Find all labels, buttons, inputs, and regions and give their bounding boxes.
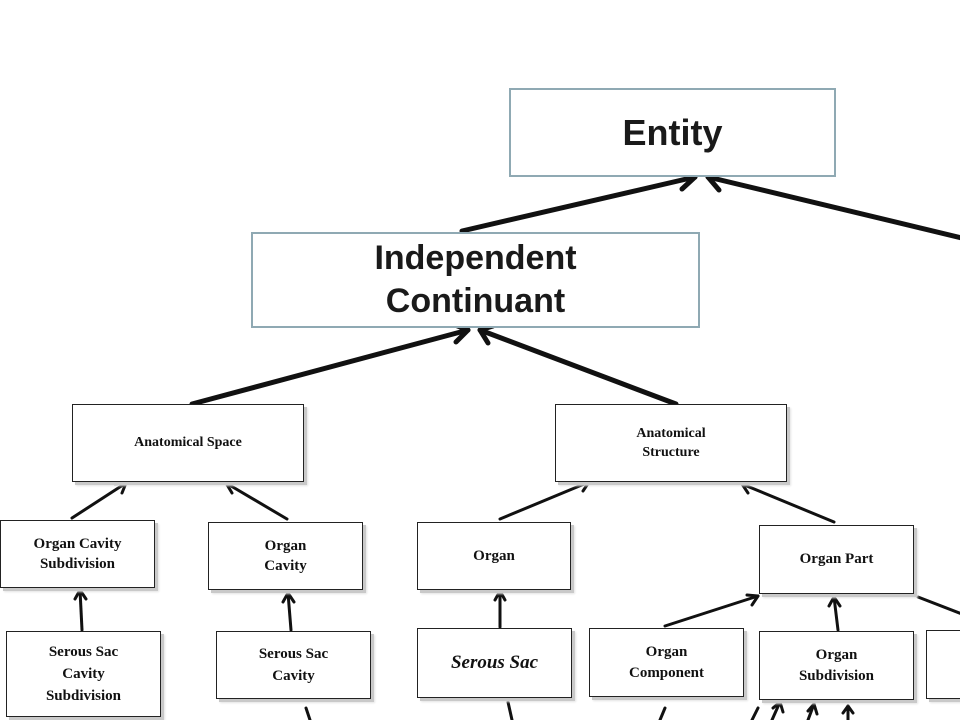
edge-organ-subdivision-to-organ-part [827,595,842,632]
edge-anatomical-space-to-independent-continuant [189,320,471,407]
edge-organ-to-anatomical-structure [498,479,591,521]
node-entity: Entity [509,88,836,177]
node-organ-cavity: Organ Cavity [208,522,363,590]
node-organ-label: Organ [473,547,515,564]
node-serous-sac-cavity-subdivision: Serous Sac Cavity Subdivision [6,631,161,717]
node-anatomical-space-label: Anatomical Space [134,435,242,450]
edge-independent-continuant-to-entity [459,167,698,234]
offscreen-edge-stubs [304,700,855,720]
node-organ-cavity-subdivision-label: Organ Cavity Subdivision [33,536,122,572]
node-independent-continuant: Independent Continuant [251,232,700,328]
edge-serous-sac-cavity-to-organ-cavity [281,591,296,632]
node-organ-cavity-subdivision: Organ Cavity Subdivision [0,520,155,588]
node-organ-component: Organ Component [589,628,744,697]
node-serous-sac: Serous Sac [417,628,572,698]
edge-serous-sac-cavity-subdivision-to-organ-cavity-subdivision [73,588,88,632]
node-organ: Organ [417,522,571,590]
node-organ-cavity-label: Organ Cavity [264,538,307,574]
node-anatomical-structure-label: Anatomical Structure [636,426,706,460]
edge-organ-component-to-organ-part [663,593,760,628]
node-anatomical-structure: Anatomical Structure [555,404,787,482]
node-serous-sac-label: Serous Sac [450,652,539,673]
node-organ-subdivision: Organ Subdivision [759,631,914,700]
node-organ-part-label: Organ Part [799,551,874,567]
edge-offscreen-to-entity [705,169,960,241]
node-entity-label: Entity [622,111,723,153]
node-serous-sac-cavity-label: Serous Sac Cavity [258,646,329,684]
edge-anatomical-structure-to-independent-continuant [477,323,679,407]
edge-organ-cavity-to-anatomical-space [224,481,289,521]
node-organ-part: Organ Part [759,525,914,594]
node-organ-component-label: Organ Component [628,643,704,681]
node-serous-sac-cavity-subdivision-label: Serous Sac Cavity Subdivision [45,644,122,704]
edge-serous-sac-to-organ [493,589,507,629]
node-organ-subdivision-label: Organ Subdivision [798,646,875,684]
edge-offscreen-right-to-organ-part [916,595,960,615]
node-offscreen-right [926,630,960,699]
edge-organ-part-to-anatomical-structure [740,481,836,524]
node-anatomical-space: Anatomical Space [72,404,304,482]
node-independent-continuant-label: Independent Continuant [374,239,577,320]
node-serous-sac-cavity: Serous Sac Cavity [216,631,371,699]
edge-organ-cavity-subdivision-to-anatomical-space [70,481,128,520]
